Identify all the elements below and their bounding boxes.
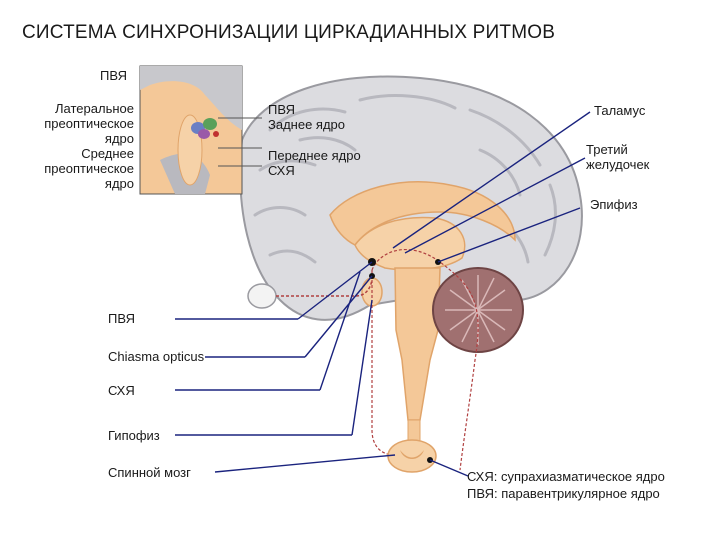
label-chiasma: Chiasma opticus [108, 349, 205, 364]
label-line: Заднее ядро [268, 117, 346, 132]
spinal-cord-section [387, 439, 437, 473]
label-scn-left: СХЯ [108, 383, 135, 398]
label-line: ПВЯ [268, 102, 295, 117]
inset-pointer-lines [218, 117, 262, 167]
label-line: желудочек [586, 157, 650, 172]
label-thalamus: Таламус [594, 103, 646, 118]
legend-row-scn: СХЯ: супрахиазматическое ядро [467, 468, 665, 485]
inset-label-line: Среднее [81, 146, 134, 161]
inset-tissue-gray [140, 66, 242, 130]
inset-label-line: преоптическое [44, 161, 134, 176]
abbreviation-legend: СХЯ: супрахиазматическое ядро ПВЯ: парав… [467, 468, 665, 502]
inset-label-line: преоптическое [44, 116, 134, 131]
leader-lines [175, 111, 591, 477]
cerebellum-folia [445, 275, 512, 345]
label-pvn-posterior: ПВЯ Заднее ядро [268, 102, 345, 132]
retinohypothalamic-tract [371, 248, 479, 471]
page-title: СИСТЕМА СИНХРОНИЗАЦИИ ЦИРКАДИАННЫХ РИТМО… [22, 22, 556, 43]
inset-label-line: ядро [104, 176, 134, 191]
label-hypophysis: Гипофиз [108, 428, 160, 443]
gyri-lines [253, 94, 557, 264]
inset-red-nucleus [213, 131, 219, 137]
label-spinal-cord: Спинной мозг [108, 465, 191, 480]
label-third-ventricle: Третий желудочек [586, 142, 649, 172]
spinal-grey-matter [400, 450, 424, 459]
legend-row-pvn: ПВЯ: паравентрикулярное ядро [467, 485, 665, 502]
descending-pathway [371, 270, 396, 456]
inset-green-nucleus [203, 118, 217, 130]
legend-text: паравентрикулярное ядро [497, 486, 660, 501]
label-pvn-left: ПВЯ [108, 311, 135, 326]
optic-pathway [276, 279, 373, 297]
inset-label-line: Латеральное [55, 101, 134, 116]
legend-abbr: СХЯ: [467, 469, 498, 484]
inset-label-lateral-preoptic: Латеральное преоптическое ядро [10, 101, 134, 146]
inset-label-line: ядро [104, 131, 134, 146]
eye [247, 283, 277, 309]
inset-purple-nucleus [198, 129, 210, 139]
legend-abbr: ПВЯ: [467, 486, 498, 501]
label-line: СХЯ [268, 163, 295, 178]
inset-label-median-preoptic: Среднее преоптическое ядро [10, 146, 134, 191]
brainstem [394, 267, 441, 421]
legend-text: супрахиазматическое ядро [497, 469, 665, 484]
label-line: Переднее ядро [268, 148, 361, 163]
label-line: Третий [586, 142, 628, 157]
label-anterior-scn: Переднее ядро СХЯ [268, 148, 361, 178]
inset-label-pvn: ПВЯ [100, 68, 127, 83]
label-epiphysis: Эпифиз [590, 197, 638, 212]
